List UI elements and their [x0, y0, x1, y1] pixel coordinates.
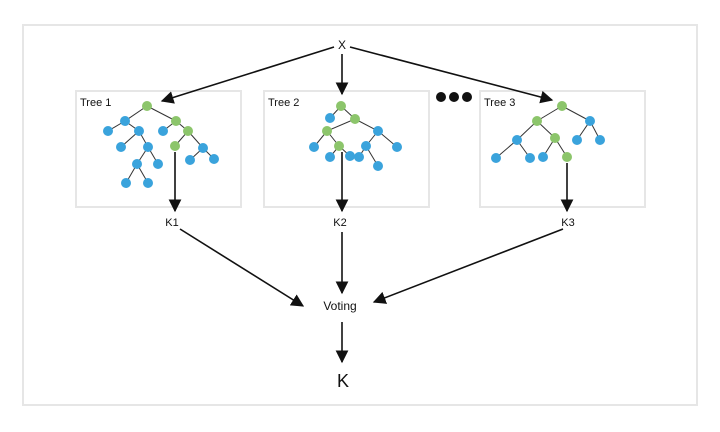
- tree-2-graph: [309, 101, 402, 171]
- tree-3-label: Tree 3: [484, 97, 515, 109]
- k1-label: K1: [165, 217, 178, 229]
- outer-frame: [22, 24, 698, 406]
- k2-label: K2: [333, 217, 346, 229]
- tree-1-label: Tree 1: [80, 97, 111, 109]
- tree-1-graph: [103, 101, 219, 188]
- k3-label: K3: [561, 217, 574, 229]
- voting-label: Voting: [323, 299, 356, 313]
- tree-3-graph: [491, 101, 605, 163]
- arrow-k1-to-voting: [179, 228, 305, 307]
- output-label: K: [337, 371, 349, 391]
- ellipsis-icon: [436, 92, 472, 102]
- arrow-x-to-tree-3: [349, 46, 554, 104]
- tree-2-label: Tree 2: [268, 97, 299, 109]
- arrow-x-to-tree-1: [160, 46, 335, 104]
- arrow-k3-to-voting: [372, 228, 564, 304]
- input-label: X: [338, 38, 346, 52]
- tree-1-box: [75, 90, 242, 208]
